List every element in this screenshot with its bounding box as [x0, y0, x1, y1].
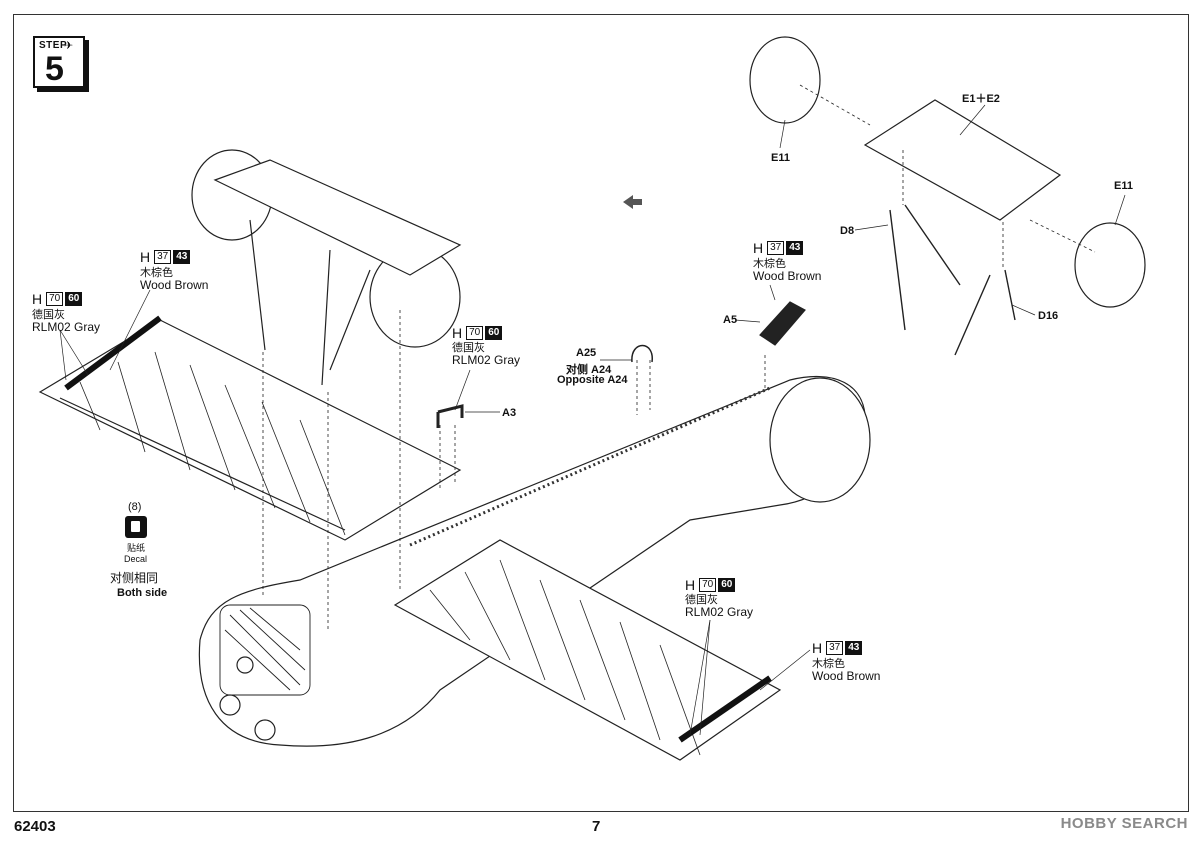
page-frame — [13, 14, 1189, 812]
part-a5: A5 — [723, 314, 738, 326]
part-d16: D16 — [1038, 310, 1059, 322]
right-wing — [393, 539, 782, 761]
wood-brown-zh-right: 木棕色 — [812, 658, 845, 670]
wood-brown-en-a5: Wood Brown — [753, 269, 822, 283]
part-d8: D8 — [840, 225, 855, 237]
kit-code: 62403 — [14, 818, 56, 835]
both-side-en: Both side — [117, 587, 168, 599]
part-e11-right: E11 — [1114, 180, 1133, 192]
rlm02-zh-left: 德国灰 — [32, 309, 65, 321]
page-number: 7 — [592, 818, 601, 835]
rlm02-en-center: RLM02 Gray — [452, 353, 521, 367]
wood-brown-zh-a5: 木棕色 — [753, 258, 786, 270]
both-side-zh: 对侧相同 — [110, 571, 159, 585]
wood-brown-en-right: Wood Brown — [812, 669, 881, 683]
part-e1-e2: E1＋E2 — [962, 93, 1000, 105]
rlm02-zh-center: 德国灰 — [452, 342, 485, 354]
plane-arrow-icon: ✈ — [64, 40, 74, 52]
part-e11-left: E11 — [771, 152, 790, 164]
step-badge: STEP ✈ 5 — [33, 36, 85, 88]
left-wing — [38, 319, 462, 541]
wood-brown-zh-left: 木棕色 — [140, 267, 173, 279]
decal-icon — [125, 516, 147, 538]
decal-en: Decal — [124, 554, 148, 564]
wood-brown-en-left: Wood Brown — [140, 278, 209, 292]
rlm02-zh-right: 德国灰 — [685, 594, 718, 606]
rlm02-en-right: RLM02 Gray — [685, 605, 754, 619]
part-a25: A25 — [576, 347, 597, 359]
part-a3: A3 — [502, 407, 517, 419]
decal-zh: 贴纸 — [127, 543, 146, 553]
part-a24-en: Opposite A24 — [557, 374, 628, 386]
step-label: STEP — [39, 40, 68, 51]
rlm02-en-left: RLM02 Gray — [32, 320, 101, 334]
engine — [219, 604, 311, 696]
decal-number: (8) — [128, 501, 142, 513]
watermark: HOBBY SEARCH — [1060, 815, 1188, 832]
part-a24-zh: 对侧 A24 — [566, 364, 612, 376]
step-number: 5 — [45, 50, 64, 88]
